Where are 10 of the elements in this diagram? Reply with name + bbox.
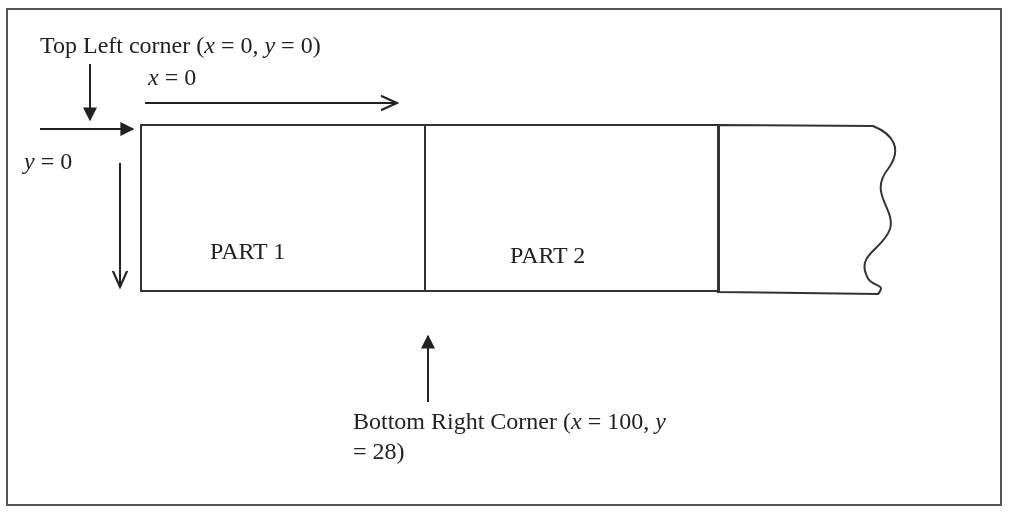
corner-label: Top Left corner (x = 0, y = 0) — [40, 30, 420, 60]
section-label: PART 2 — [510, 242, 586, 269]
axis-label: x = 0 — [148, 63, 197, 92]
leader-arrow — [83, 63, 97, 122]
axis-label: y = 0 — [24, 147, 73, 176]
leader-arrow — [421, 334, 435, 403]
section-label: PART 1 — [210, 238, 286, 265]
strip-section — [140, 124, 426, 292]
corner-label: Bottom Right Corner (x = 100, y = 28) — [353, 406, 683, 466]
strip-section — [424, 124, 720, 292]
